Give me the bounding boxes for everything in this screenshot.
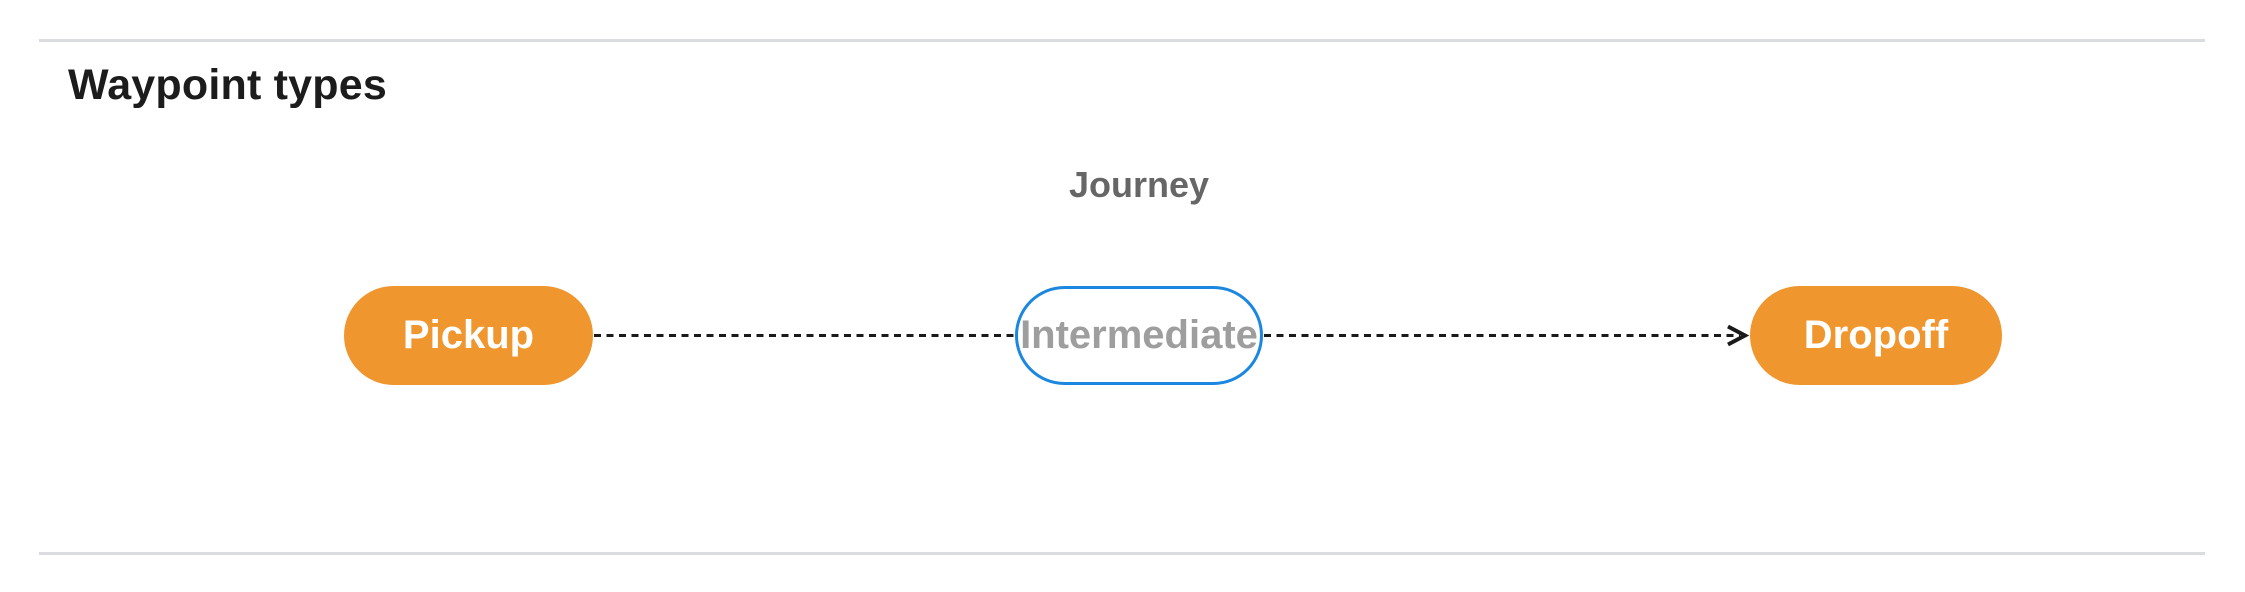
top-divider [39,39,2205,42]
node-intermediate: Intermediate [1015,286,1263,385]
node-intermediate-label: Intermediate [1020,313,1258,357]
node-pickup: Pickup [344,286,593,385]
node-pickup-label: Pickup [402,313,535,357]
arrowhead-icon [1727,324,1750,347]
bottom-divider [39,552,2205,555]
node-dropoff-label: Dropoff [1803,313,1949,357]
node-dropoff: Dropoff [1750,286,2002,385]
page-title: Waypoint types [68,61,387,109]
journey-label: Journey [1068,164,1210,205]
